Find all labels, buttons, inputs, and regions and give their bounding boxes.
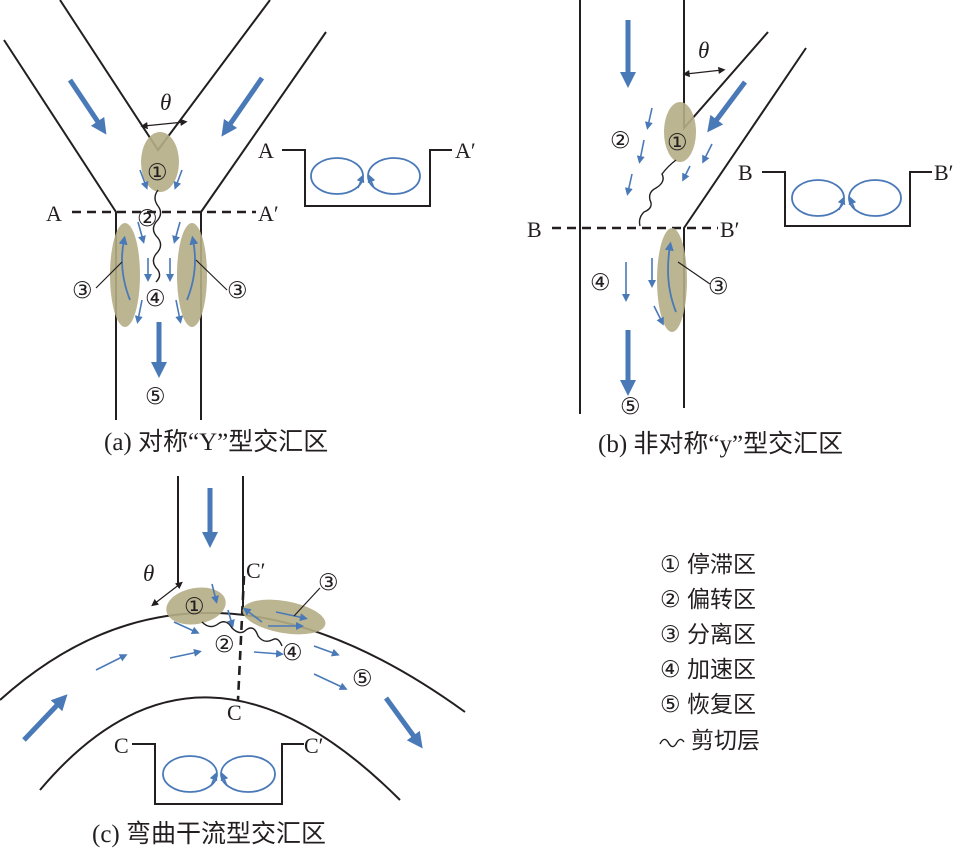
- theta-label-b: θ: [698, 38, 709, 63]
- cross-section-b: B B′: [738, 160, 954, 227]
- zone-2-a: ②: [137, 206, 158, 232]
- caption-c: (c) 弯曲干流型交汇区: [92, 820, 326, 848]
- theta-label-c: θ: [143, 561, 154, 586]
- legend-label-2: 偏转区: [687, 587, 756, 613]
- shear-layer-legend-icon: [659, 738, 685, 748]
- legend-item-3: ③ 分离区: [660, 622, 756, 648]
- theta-label-a: θ: [160, 90, 171, 115]
- section-label-c-top: C′: [246, 558, 266, 583]
- zone-4-a: ④: [145, 286, 166, 312]
- zone-1-b: ①: [667, 130, 688, 156]
- cross-section-a: A A′: [258, 138, 476, 207]
- section-line-c: [236, 575, 246, 701]
- xsec-label-a-left: A: [258, 138, 274, 163]
- theta-marker-c: θ: [143, 561, 183, 607]
- theta-marker-b: θ: [682, 38, 726, 78]
- legend-label-shear: 剪切层: [691, 728, 760, 754]
- zone-4-b: ④: [590, 270, 611, 296]
- legend-label-4: 加速区: [687, 657, 756, 683]
- legend-item-1: ① 停滞区: [660, 552, 756, 578]
- section-label-a-right: A′: [258, 201, 279, 226]
- panel-b-zones: [657, 102, 696, 332]
- zone-1-c: ①: [184, 594, 205, 620]
- legend-item-4: ④ 加速区: [660, 657, 756, 683]
- legend-symbol-3: ③: [660, 622, 681, 648]
- section-label-b-right: B′: [720, 217, 740, 242]
- caption-b: (b) 非对称“y”型交汇区: [598, 430, 843, 458]
- xsec-label-b-right: B′: [934, 160, 954, 185]
- zone-3-c: ③: [318, 570, 339, 596]
- legend-symbol-2: ②: [660, 587, 681, 613]
- panel-c: θ ① ② ③ ④ ⑤ C′ C C C′ (c) 弯曲干流型交汇区: [0, 476, 466, 848]
- zone-3-b: ③: [708, 274, 729, 300]
- theta-marker-a: θ: [140, 90, 188, 130]
- xsec-label-c-right: C′: [304, 733, 324, 758]
- xsec-label-b-left: B: [738, 160, 753, 185]
- panel-b: θ ① ② ③ ④ ⑤ B B′ B B′ (b) 非对称“y”型交汇区: [527, 0, 954, 458]
- legend-symbol-4: ④: [660, 657, 681, 683]
- legend-label-5: 恢复区: [687, 692, 756, 718]
- legend-label-3: 分离区: [687, 622, 756, 648]
- panel-c-flow-arrows: [22, 488, 423, 749]
- zone-2-c: ②: [214, 632, 235, 658]
- zone-4-c: ④: [282, 640, 303, 666]
- legend-symbol-1: ①: [660, 552, 681, 578]
- legend-item-shear: 剪切层: [659, 728, 760, 754]
- panel-a: θ ① ② ③ ③ ④ ⑤ A A′ A A′ (a) 对称“Y”型交汇区: [3, 0, 476, 456]
- zone-3-left-a: ③: [72, 278, 93, 304]
- zone-3-right-a: ③: [227, 278, 248, 304]
- shear-layer-a: [152, 189, 162, 283]
- panel-a-zones: [110, 132, 207, 327]
- cross-section-c: C C′: [114, 733, 324, 805]
- zone-5-b: ⑤: [620, 394, 641, 420]
- panel-b-channel: [579, 0, 807, 414]
- xsec-label-a-right: A′: [455, 138, 476, 163]
- zone-2-b: ②: [610, 128, 631, 154]
- caption-a: (a) 对称“Y”型交汇区: [104, 428, 328, 456]
- legend-item-5: ⑤ 恢复区: [660, 692, 756, 718]
- zone-1-a: ①: [147, 160, 168, 186]
- shear-layer-b: [638, 159, 677, 227]
- zone-5-a: ⑤: [145, 384, 166, 410]
- shear-layer-c: [201, 621, 283, 647]
- legend-label-1: 停滞区: [687, 552, 756, 578]
- legend-item-2: ② 偏转区: [660, 587, 756, 613]
- legend: ① 停滞区 ② 偏转区 ③ 分离区 ④ 加速区 ⑤ 恢复区 剪切层: [659, 552, 760, 754]
- zone-5-c: ⑤: [352, 666, 373, 692]
- xsec-label-c-left: C: [114, 733, 129, 758]
- legend-symbol-5: ⑤: [660, 692, 681, 718]
- panel-a-flow-arrows: [67, 76, 265, 379]
- section-label-c-bottom: C: [227, 700, 242, 725]
- section-label-a-left: A: [46, 201, 62, 226]
- section-label-b-left: B: [527, 217, 542, 242]
- panel-b-flow-arrows: [619, 20, 747, 397]
